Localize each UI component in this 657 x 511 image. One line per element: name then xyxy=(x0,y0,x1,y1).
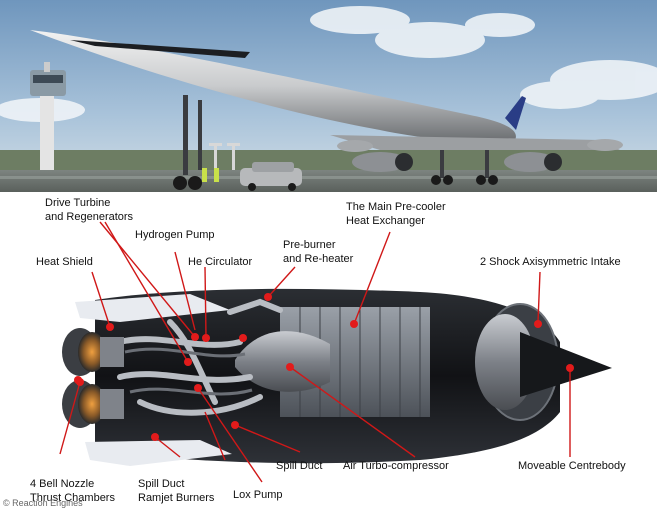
centrebody-cone xyxy=(520,332,612,397)
aircraft xyxy=(30,30,623,190)
label-heat-shield: Heat Shield xyxy=(36,256,93,268)
label-air-turbo: Air Turbo-compressor xyxy=(343,460,449,472)
label-intake: 2 Shock Axisymmetric Intake xyxy=(480,256,621,268)
turbo-compressor xyxy=(235,331,330,392)
thrust-chambers xyxy=(62,328,124,428)
image-credit: © Reaction Engines xyxy=(3,498,83,508)
label-he-circulator: He Circulator xyxy=(188,256,253,268)
control-tower xyxy=(30,62,66,170)
label-lox-pump: Lox Pump xyxy=(233,489,283,501)
engine-cutaway-diagram xyxy=(59,221,612,483)
heat-shield-panel-top xyxy=(75,294,230,322)
lamp-posts xyxy=(209,143,240,170)
people xyxy=(202,168,219,182)
label-hydrogen-pump: Hydrogen Pump xyxy=(135,229,215,241)
car xyxy=(240,162,302,191)
callout-dots xyxy=(74,293,574,441)
label-preburner: Pre-burner and Re-heater xyxy=(283,239,354,265)
leader-lines xyxy=(59,221,571,483)
heat-shield-panel-bottom xyxy=(85,440,232,466)
runway xyxy=(0,170,657,192)
label-drive-turbine: Drive Turbine and Regenerators xyxy=(45,197,134,223)
label-spill-duct: Spill Duct xyxy=(276,460,323,472)
pipework-shadow xyxy=(124,347,253,396)
label-precooler: The Main Pre-cooler Heat Exchanger xyxy=(346,201,446,227)
label-moveable-centrebody: Moveable Centrebody xyxy=(518,460,626,472)
clouds xyxy=(0,6,657,122)
aircraft-photo xyxy=(0,0,657,192)
treeline xyxy=(0,150,657,172)
label-bell-nozzle: 4 Bell Nozzle Thrust Chambers xyxy=(30,478,115,504)
label-spill-ramjet: Spill Duct Ramjet Burners xyxy=(138,478,215,504)
